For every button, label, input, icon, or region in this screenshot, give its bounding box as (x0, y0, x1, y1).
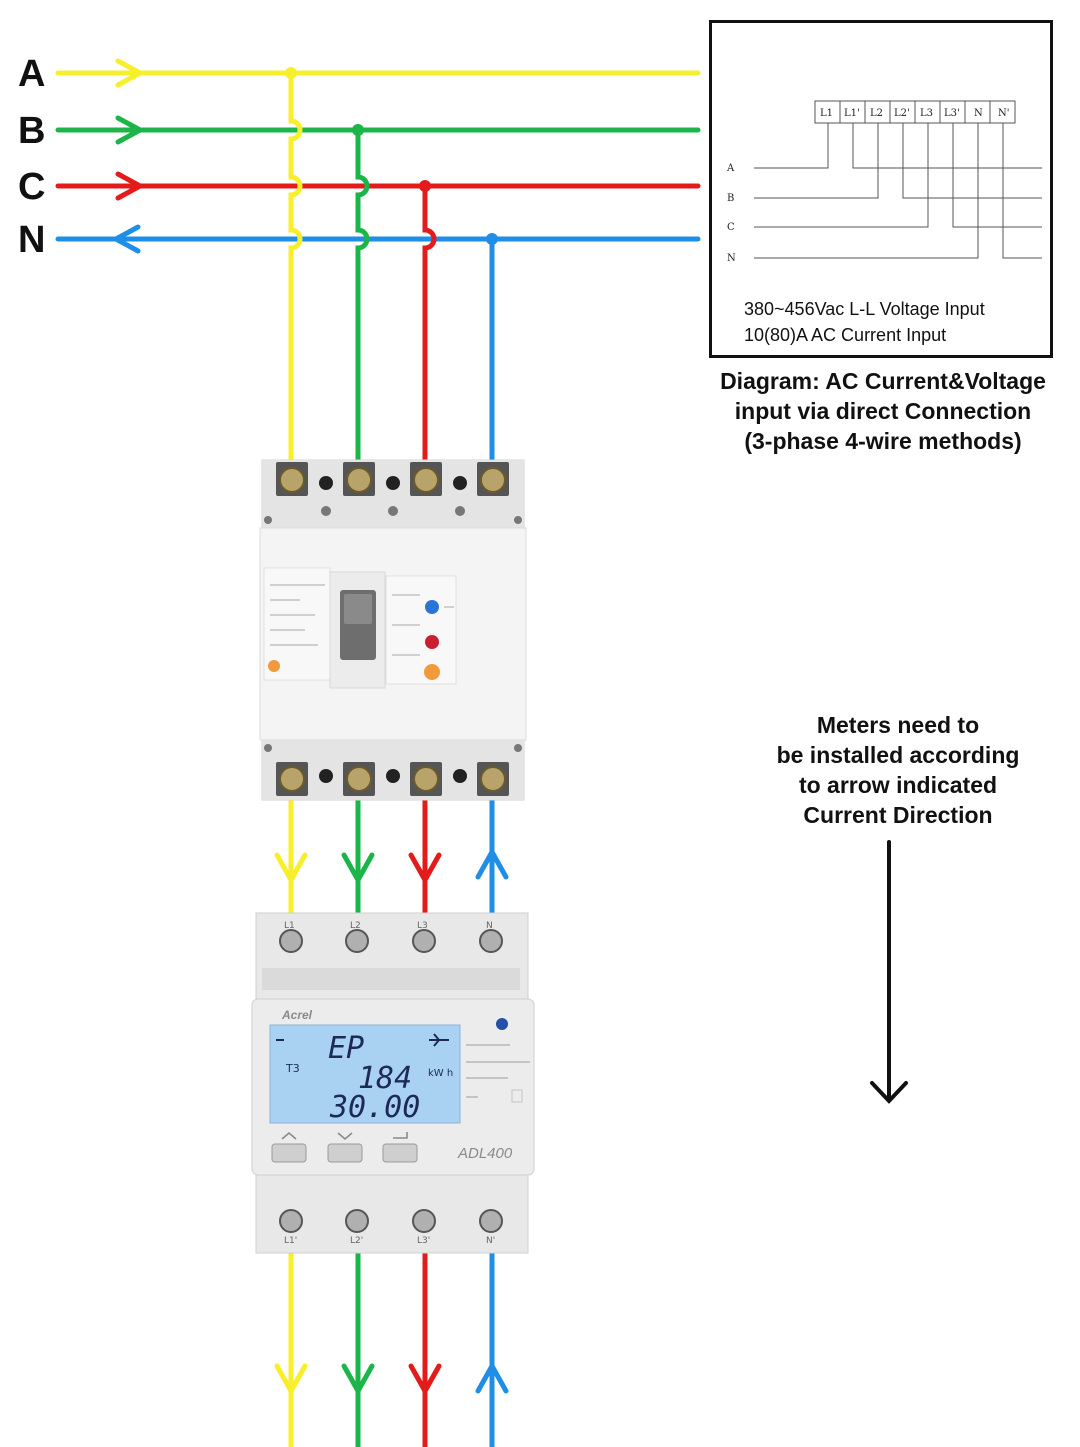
meter-top-label-l2: L2 (350, 921, 361, 931)
terminal-l3: L3 (920, 108, 933, 119)
enter-button[interactable] (382, 1143, 418, 1163)
junction-n (486, 233, 498, 245)
terminal-l1: L1 (820, 108, 833, 119)
down-button[interactable] (327, 1143, 363, 1163)
installation-note: Meters need to be installed according to… (748, 710, 1048, 830)
row-label-n: N (727, 253, 736, 264)
down-icon (337, 1132, 353, 1141)
terminal-l1p: L1' (844, 108, 860, 119)
bus-label-a: A (18, 53, 46, 95)
note-line-3: to arrow indicated (798, 772, 998, 798)
meter-top-label-l3: L3 (417, 921, 428, 931)
meter-bottom-label-l3: L3' (417, 1236, 430, 1246)
lcd-direction-icon (276, 1033, 449, 1047)
caption-line-2: input via direct Connection (734, 398, 1032, 424)
drop-c (422, 183, 437, 471)
arrow-n-mid (475, 849, 509, 880)
bus-label-n: N (18, 219, 46, 261)
caption-line-3: (3-phase 4-wire methods) (744, 428, 1022, 454)
bus-label-c: C (18, 166, 46, 208)
junction-a (285, 67, 297, 79)
lcd-value1: 184 (358, 1061, 412, 1096)
meter-led (496, 1018, 508, 1030)
arrow-c-mid (408, 852, 442, 883)
wiring-schematic: L1 L1' L2 L2' L3 L3' N N' A B C N (709, 20, 1053, 358)
meter-buttons (271, 1131, 418, 1163)
note-line-2: be installed according (776, 742, 1020, 768)
junction-b (352, 124, 364, 136)
meter-top-label-l1: L1 (284, 921, 295, 931)
schematic-lines (754, 123, 1042, 259)
bus-c-arrow (115, 171, 143, 201)
meter-brand: Acrel (281, 1008, 313, 1022)
meter-top-terminals (279, 929, 503, 953)
terminal-l2p: L2' (894, 108, 910, 119)
schematic-current-text: 10(80)A AC Current Input (744, 325, 947, 345)
bus-a-arrow (115, 58, 143, 88)
up-button[interactable] (271, 1143, 307, 1163)
diagram-caption: Diagram: AC Current&Voltage input via di… (700, 366, 1066, 456)
bus-b-arrow (115, 115, 143, 145)
meter-lcd (269, 1024, 461, 1124)
row-label-a: A (726, 163, 735, 174)
terminal-n: N (974, 108, 983, 119)
drop-b (355, 127, 370, 471)
lcd-unit: kW h (428, 1068, 453, 1079)
caption-line-1: Diagram: AC Current&Voltage (720, 368, 1046, 394)
up-icon (281, 1131, 297, 1140)
meter-top-label-n: N (486, 921, 493, 931)
circuit-breaker (259, 459, 527, 801)
meter-bottom-terminals (279, 1209, 503, 1233)
note-line-1: Meters need to (816, 712, 980, 738)
arrow-n-out (475, 1363, 509, 1394)
arrow-a-mid (274, 852, 308, 883)
terminal-np: N' (998, 108, 1010, 119)
bus-n-arrow (113, 224, 141, 254)
lcd-tariff: T3 (285, 1062, 300, 1075)
enter-icon (393, 1132, 408, 1139)
lcd-mode: EP (328, 1031, 364, 1066)
arrow-c-out (408, 1363, 442, 1394)
energy-meter: L1 L2 L3 N Acrel EP T3 184 kW h 30.00 (251, 912, 535, 1254)
arrow-b-out (341, 1363, 375, 1394)
meter-bottom-label-l1: L1' (284, 1236, 297, 1246)
meter-bottom-label-l2: L2' (350, 1236, 363, 1246)
schematic-voltage-text: 380~456Vac L-L Voltage Input (744, 299, 985, 319)
row-label-c: C (727, 222, 735, 233)
lcd-value2: 30.00 (329, 1090, 420, 1125)
terminal-l2: L2 (870, 108, 883, 119)
meter-bottom-label-n: N' (486, 1236, 495, 1246)
row-label-b: B (727, 193, 734, 204)
drop-a (288, 70, 303, 471)
arrow-b-mid (341, 852, 375, 883)
direction-arrow (870, 840, 908, 1104)
bus-label-b: B (18, 110, 46, 152)
breaker-top-terminals (276, 462, 509, 496)
terminal-l3p: L3' (944, 108, 960, 119)
breaker-bottom-terminals (276, 762, 509, 796)
junction-c (419, 180, 431, 192)
meter-model: ADL400 (457, 1145, 513, 1162)
note-line-4: Current Direction (803, 802, 993, 828)
arrow-a-out (274, 1363, 308, 1394)
